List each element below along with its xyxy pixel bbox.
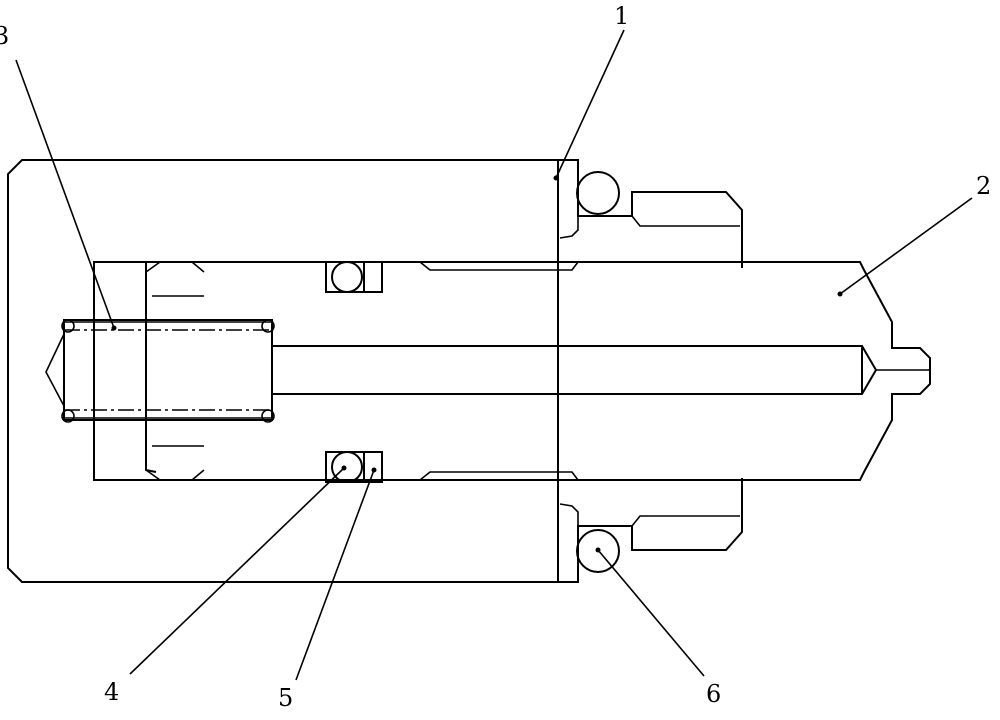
o-ring-6 [576, 171, 620, 573]
callout-5-label: 5 [278, 684, 293, 712]
callout-4-label: 4 [104, 678, 119, 706]
ball-seal-4-and-retainer-5 [325, 261, 383, 483]
center-stem [272, 345, 930, 395]
callout-1-label: 1 [614, 2, 629, 30]
spring-3 [45, 319, 275, 423]
leader-lines [15, 29, 973, 681]
inner-plunger-body [93, 261, 931, 481]
callout-6-label: 6 [706, 680, 721, 708]
outer-housing [7, 159, 743, 583]
callout-2-label: 2 [976, 172, 991, 200]
callout-3-label: 3 [0, 22, 9, 50]
